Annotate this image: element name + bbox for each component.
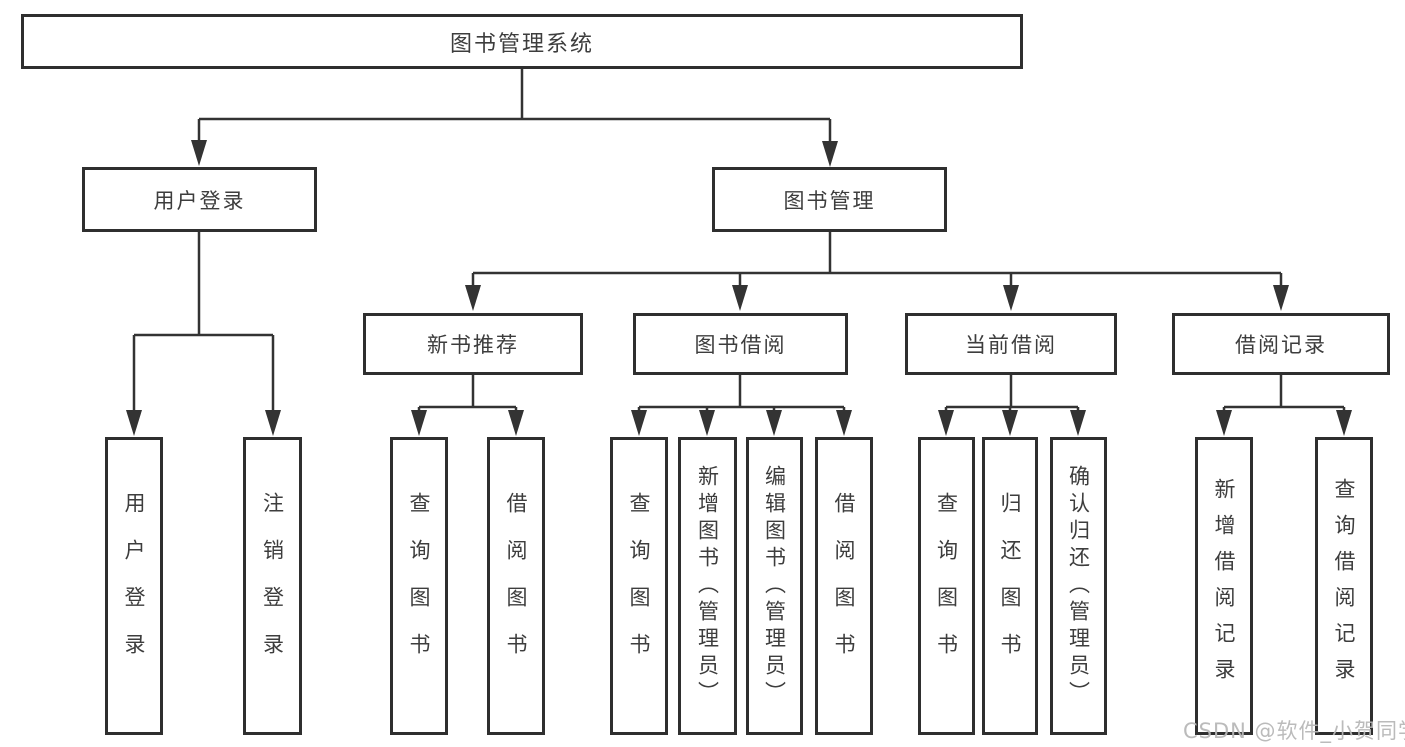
- node-label: 编辑图书（管理员）: [762, 464, 787, 708]
- leaf-borrow-books: 借阅图书: [815, 437, 873, 735]
- node-new-book-recommend: 新书推荐: [363, 313, 583, 375]
- leaf-borrow-books-recommend: 借阅图书: [487, 437, 545, 735]
- node-book-borrow: 图书借阅: [633, 313, 848, 375]
- node-label: 借阅记录: [1235, 333, 1327, 357]
- node-label: 借阅图书: [504, 492, 528, 680]
- connector-book-management-to-level3: [471, 232, 1283, 287]
- node-label: 新增借阅记录: [1212, 478, 1236, 694]
- leaf-query-books-recommend: 查询图书: [390, 437, 448, 735]
- connector-user-login-to-leaves: [132, 232, 275, 412]
- node-label: 新书推荐: [427, 333, 519, 357]
- connector-book-borrow-to-leaves: [637, 375, 846, 412]
- node-label: 用户登录: [122, 492, 146, 680]
- node-label: 当前借阅: [965, 333, 1057, 357]
- node-label: 新增图书（管理员）: [695, 464, 720, 708]
- leaf-logout: 注销登录: [243, 437, 302, 735]
- node-user-login: 用户登录: [82, 167, 317, 232]
- connector-root-to-level2: [197, 69, 832, 143]
- node-label: 查询图书: [627, 492, 651, 680]
- node-current-borrow: 当前借阅: [905, 313, 1117, 375]
- node-book-management: 图书管理: [712, 167, 947, 232]
- node-label: 确认归还（管理员）: [1066, 464, 1091, 708]
- leaf-query-books-current: 查询图书: [918, 437, 975, 735]
- leaf-query-books-borrow: 查询图书: [610, 437, 668, 735]
- node-label: 借阅图书: [832, 492, 856, 680]
- leaf-query-borrow-record: 查询借阅记录: [1315, 437, 1373, 735]
- node-label: 图书借阅: [694, 333, 787, 357]
- node-label: 图书管理: [783, 188, 876, 213]
- node-label: 注销登录: [260, 492, 285, 680]
- node-label: 查询借阅记录: [1332, 478, 1356, 694]
- node-borrow-record: 借阅记录: [1172, 313, 1390, 375]
- leaf-return-book: 归还图书: [982, 437, 1038, 735]
- leaf-edit-book-admin: 编辑图书（管理员）: [746, 437, 803, 735]
- csdn-watermark: CSDN @软件_小贺同学: [1183, 719, 1405, 743]
- connector-current-borrow-to-leaves: [944, 375, 1080, 412]
- node-library-management-system: 图书管理系统: [21, 14, 1023, 69]
- node-label: 查询图书: [934, 492, 959, 680]
- node-label: 归还图书: [998, 492, 1022, 680]
- node-label: 用户登录: [153, 188, 246, 213]
- leaf-add-book-admin: 新增图书（管理员）: [678, 437, 737, 735]
- connector-new-book-to-leaves: [417, 375, 518, 412]
- node-label: 图书管理系统: [449, 31, 594, 57]
- arrowheads: [126, 140, 1352, 436]
- leaf-add-borrow-record: 新增借阅记录: [1195, 437, 1253, 735]
- connector-borrow-record-to-leaves: [1222, 375, 1346, 412]
- leaf-user-login: 用户登录: [105, 437, 163, 735]
- leaf-confirm-return-admin: 确认归还（管理员）: [1050, 437, 1107, 735]
- node-label: 查询图书: [407, 492, 431, 680]
